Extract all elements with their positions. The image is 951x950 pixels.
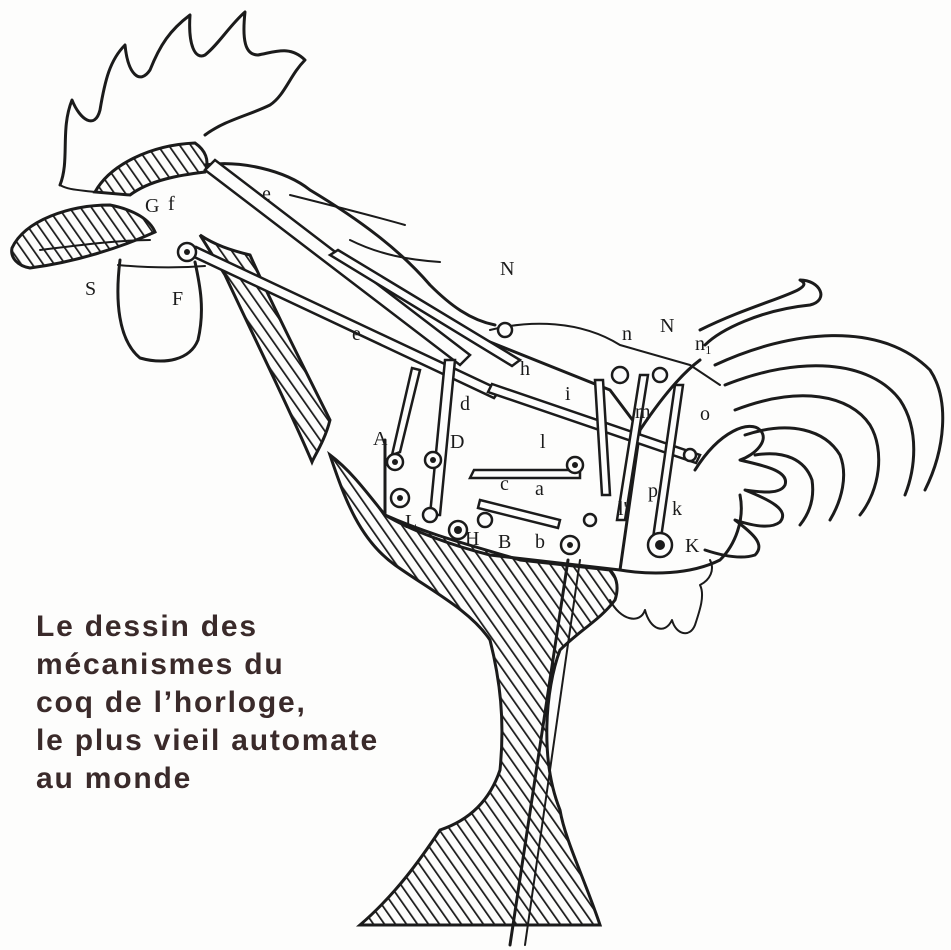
rooster-tail-feathers	[698, 278, 945, 527]
label-L: L	[405, 511, 417, 533]
caption-line-1: Le dessin des	[36, 610, 258, 643]
label-e-neck: e	[352, 323, 361, 345]
label-B: B	[498, 531, 511, 553]
label-b: b	[535, 531, 545, 553]
label-F: F	[172, 288, 183, 310]
caption-text: Le dessin des mécanismes du coq de l’hor…	[36, 608, 456, 798]
label-S: S	[85, 278, 96, 300]
caption-line-4: le plus vieil automate	[36, 724, 380, 757]
label-k: k	[672, 498, 682, 520]
label-n: n	[622, 323, 632, 345]
part-labels: S F G f e e N N n n₁ h i m d A D l l' c …	[85, 183, 712, 557]
label-l: l	[540, 431, 546, 453]
pivot-points	[176, 241, 698, 559]
rooster-beak	[10, 203, 157, 270]
rooster-head-hatched	[92, 141, 209, 197]
label-a: a	[535, 478, 544, 500]
rooster-comb	[58, 10, 307, 187]
label-c: c	[500, 473, 509, 495]
caption-line-5: au monde	[36, 762, 193, 795]
caption-line-2: mécanismes du	[36, 648, 285, 681]
label-o: o	[700, 403, 710, 425]
label-d: d	[460, 393, 470, 415]
label-l-prime: l'	[618, 498, 627, 520]
linkage-rods	[188, 158, 702, 547]
caption-line-3: coq de l’horloge,	[36, 686, 307, 719]
label-m: m	[635, 401, 651, 423]
label-n1: n₁	[695, 333, 712, 355]
label-N-left: N	[500, 258, 514, 280]
rooster-belly-feathers	[609, 559, 713, 635]
rooster-wing	[693, 424, 787, 559]
label-i: i	[565, 383, 571, 405]
label-e-top: e	[262, 183, 271, 205]
label-N-right: N	[660, 315, 674, 337]
label-H: H	[465, 528, 479, 550]
label-G: G	[145, 195, 159, 217]
label-h: h	[520, 358, 530, 380]
rooster-neck-hatched	[198, 233, 332, 466]
label-f: f	[168, 193, 175, 215]
label-p: p	[648, 480, 658, 502]
label-D: D	[450, 431, 464, 453]
label-A: A	[373, 428, 388, 450]
label-K: K	[685, 535, 700, 557]
rooster-wattle	[116, 258, 203, 363]
